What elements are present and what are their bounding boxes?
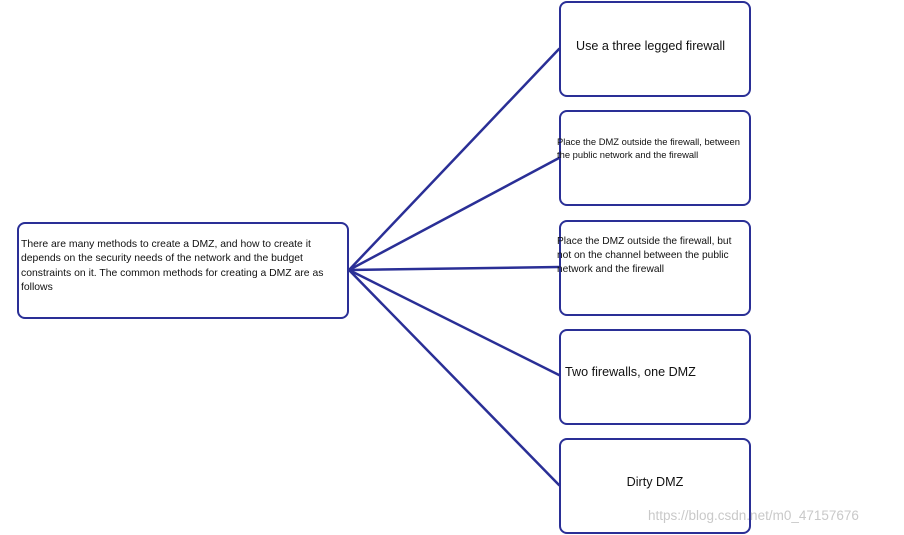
child-node-3-text: Place the DMZ outside the firewall, but … (557, 236, 732, 276)
child-node-4: Two firewalls, one DMZ (559, 329, 751, 425)
child-node-4-text: Two firewalls, one DMZ (565, 365, 696, 379)
child-node-2: Place the DMZ outside the firewall, betw… (557, 110, 751, 206)
connector-line-5 (347, 268, 561, 487)
child-node-3: Place the DMZ outside the firewall, but … (557, 220, 751, 316)
child-node-1-text: Use a three legged firewall (576, 39, 726, 53)
root-node-text: There are many methods to create a DMZ, … (21, 239, 324, 293)
connector-line-2 (347, 156, 561, 272)
connector-line-3 (347, 265, 561, 272)
child-node-5: Dirty DMZ (559, 438, 751, 534)
connector-line-1 (347, 47, 561, 272)
root-node: There are many methods to create a DMZ, … (17, 222, 349, 319)
child-node-5-text: Dirty DMZ (626, 475, 684, 489)
child-node-2-text: Place the DMZ outside the firewall, betw… (557, 136, 740, 160)
connector-line-4 (347, 268, 563, 378)
watermark-text: https://blog.csdn.net/m0_47157676 (648, 508, 859, 523)
child-node-1: Use a three legged firewall (559, 1, 751, 97)
